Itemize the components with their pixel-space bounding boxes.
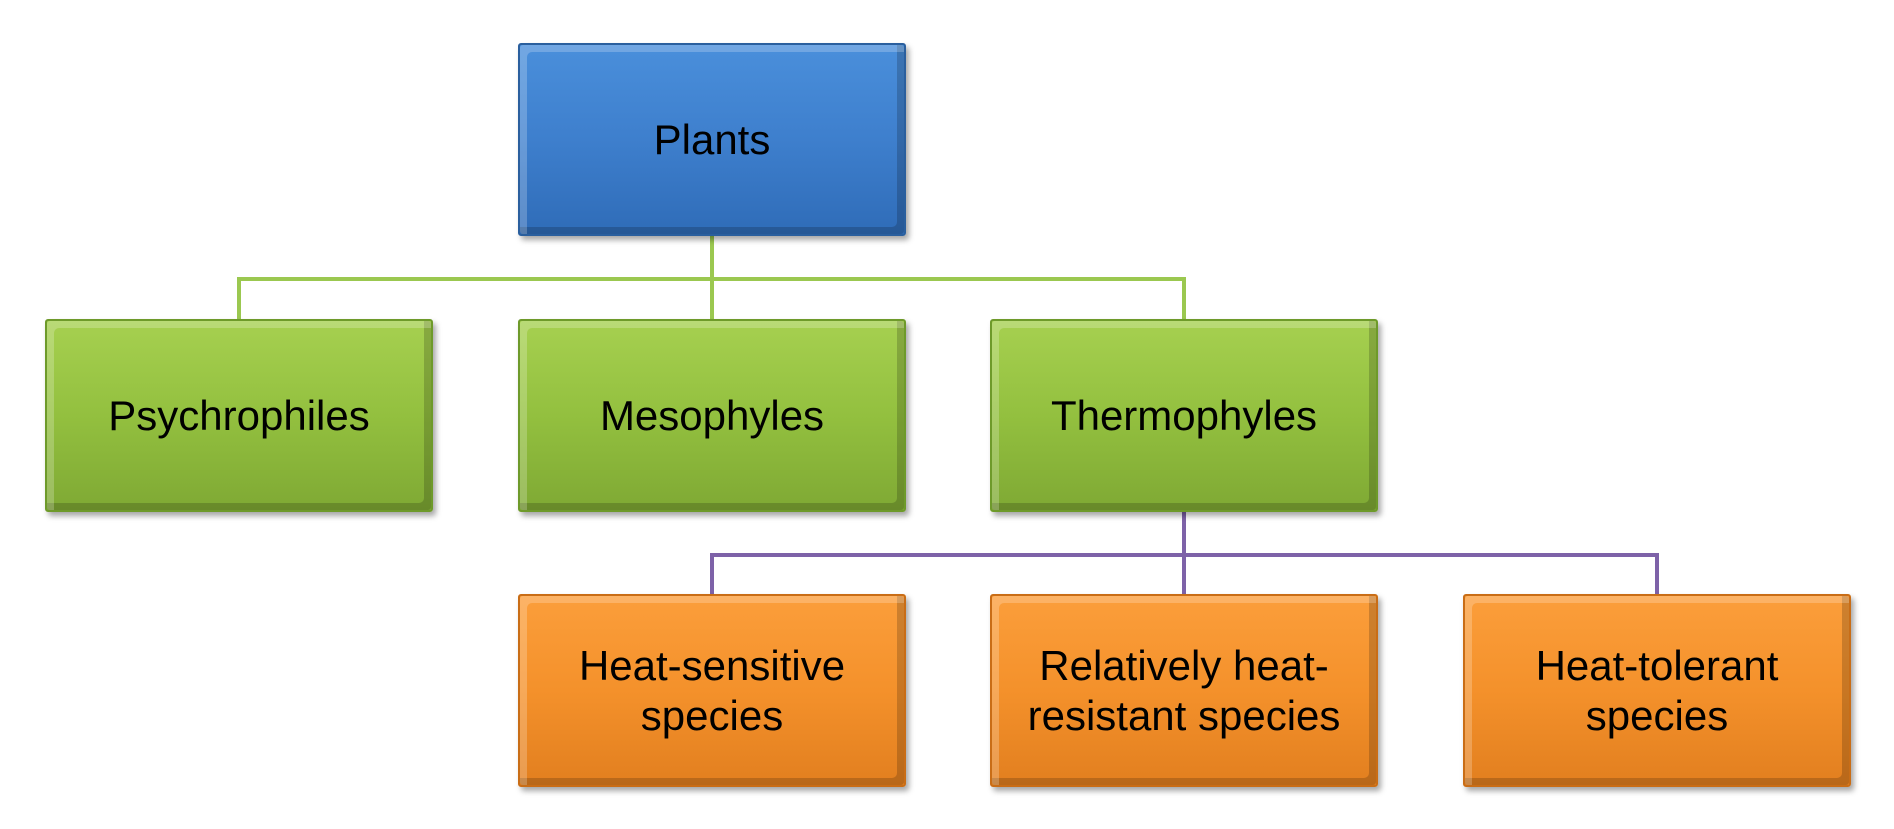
node-relatively-heat-resistant-species-label: Relatively heat-resistant species <box>1027 641 1341 739</box>
node-relatively-heat-resistant-species: Relatively heat-resistant species <box>990 594 1378 787</box>
node-mesophyles-label: Mesophyles <box>599 391 825 439</box>
node-heat-sensitive-species-label: Heat-sensitive species <box>578 641 846 739</box>
node-psychrophiles-label: Psychrophiles <box>108 391 370 439</box>
node-psychrophiles: Psychrophiles <box>45 319 433 512</box>
node-mesophyles: Mesophyles <box>518 319 906 512</box>
node-thermophyles: Thermophyles <box>990 319 1378 512</box>
node-heat-tolerant-species: Heat-tolerant species <box>1463 594 1851 787</box>
node-plants: Plants <box>518 43 906 236</box>
node-plants-label: Plants <box>653 115 771 163</box>
node-heat-sensitive-species: Heat-sensitive species <box>518 594 906 787</box>
node-thermophyles-label: Thermophyles <box>1050 391 1318 439</box>
node-heat-tolerant-species-label: Heat-tolerant species <box>1535 641 1779 739</box>
